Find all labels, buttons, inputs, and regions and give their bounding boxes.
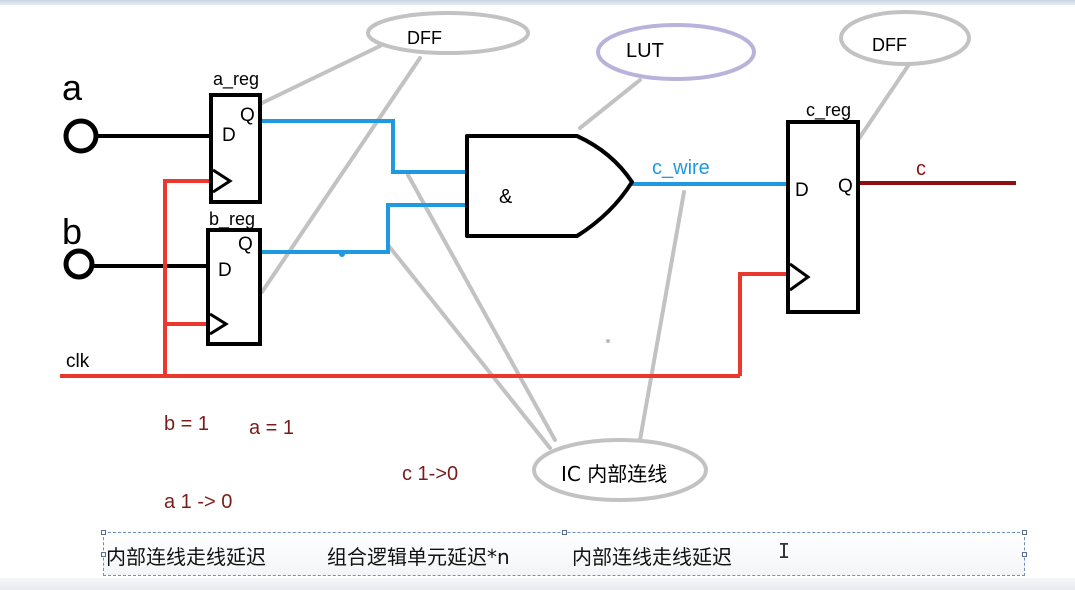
- window-bottom-bar: [0, 578, 1075, 590]
- dff-callout-right: [839, 10, 971, 66]
- caption-part1: 内部连线走线延迟: [106, 545, 266, 569]
- c-output-label: c: [916, 158, 926, 180]
- input-b-terminal: [63, 248, 95, 280]
- and-gate-symbol: &: [499, 186, 513, 208]
- input-a-terminal: [63, 118, 99, 154]
- b-wire-junction: [339, 251, 345, 257]
- b-reg-q-wire: [258, 203, 467, 254]
- note-a-value: a = 1: [249, 417, 294, 439]
- b-reg-label: b_reg: [209, 209, 255, 230]
- a-reg-clock-triangle: [212, 168, 233, 194]
- input-b-label: b: [62, 211, 82, 252]
- note-a-change: a 1 -> 0: [164, 491, 232, 513]
- caption-part2: 组合逻辑单元延迟*n: [327, 545, 510, 569]
- window-top-bar: [0, 0, 1075, 5]
- lut-callout-text: LUT: [626, 40, 664, 62]
- b-reg-clock-triangle: [209, 312, 229, 336]
- resize-handle-tm[interactable]: [562, 530, 567, 535]
- clk-to-a-reg: [163, 179, 213, 376]
- b-reg-box: [206, 228, 262, 346]
- resize-handle-mr[interactable]: [1022, 552, 1027, 557]
- a-reg-d-label: D: [222, 125, 236, 146]
- lut-callout: [596, 23, 756, 81]
- c-wire-label: c_wire: [652, 157, 710, 179]
- note-b-value: b = 1: [164, 413, 209, 435]
- dff-callout-left: [366, 11, 530, 55]
- and-gate: [465, 134, 634, 238]
- input-a-label: a: [62, 67, 83, 108]
- ic-callout-line-3: [638, 190, 686, 442]
- c-reg-box: [786, 120, 860, 314]
- resize-handle-tl[interactable]: [101, 530, 106, 535]
- clk-to-c-reg: [738, 272, 790, 376]
- dff-callout-left-text: DFF: [407, 28, 442, 48]
- ic-callout-line-2: [386, 243, 552, 450]
- lut-callout-line: [578, 78, 642, 130]
- dff-callout-right-text: DFF: [872, 35, 907, 55]
- caption-part3: 内部连线走线延迟: [572, 545, 732, 569]
- a-reg-box: [209, 93, 262, 204]
- ic-callout-line-1: [406, 173, 557, 442]
- c-reg-q-label: Q: [838, 176, 853, 197]
- c-reg-clock-triangle: [789, 262, 811, 292]
- resize-handle-tr[interactable]: [1022, 530, 1027, 535]
- dff-callout-line-a: [260, 44, 382, 105]
- resize-handle-ml[interactable]: [101, 552, 106, 557]
- note-c-change: c 1->0: [402, 463, 458, 485]
- ic-callout-text: IC 内部连线: [561, 462, 667, 486]
- b-reg-q-label: Q: [238, 234, 253, 255]
- text-cursor-icon: I: [778, 539, 791, 563]
- stray-dot: [606, 339, 610, 343]
- clk-label: clk: [66, 351, 90, 372]
- a-reg-q-wire: [260, 119, 467, 174]
- dff-callout-line-c: [856, 58, 914, 142]
- caption-textbox[interactable]: 内部连线走线延迟 组合逻辑单元延迟*n 内部连线走线延迟 I: [101, 530, 1027, 576]
- b-reg-d-label: D: [218, 260, 232, 281]
- ic-callout: [532, 438, 708, 502]
- c-reg-d-label: D: [795, 180, 809, 201]
- a-reg-q-label: Q: [240, 105, 255, 126]
- a-reg-label: a_reg: [213, 69, 259, 90]
- c-reg-label: c_reg: [806, 100, 851, 121]
